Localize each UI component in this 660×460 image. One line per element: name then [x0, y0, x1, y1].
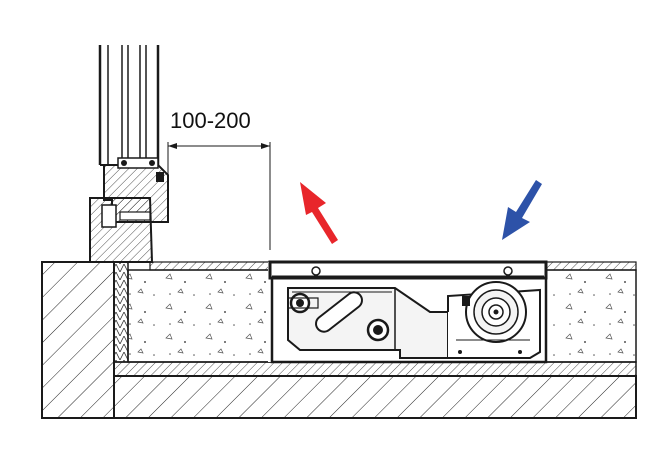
cold-air-arrow	[502, 180, 542, 240]
trench-heater	[268, 260, 548, 364]
wall-section	[41, 261, 115, 419]
floor-slab	[113, 375, 637, 419]
window-frame	[89, 45, 169, 263]
warm-air-arrow	[300, 182, 338, 244]
dimension-marker	[167, 142, 271, 250]
dimension-label: 100-200	[170, 108, 251, 133]
